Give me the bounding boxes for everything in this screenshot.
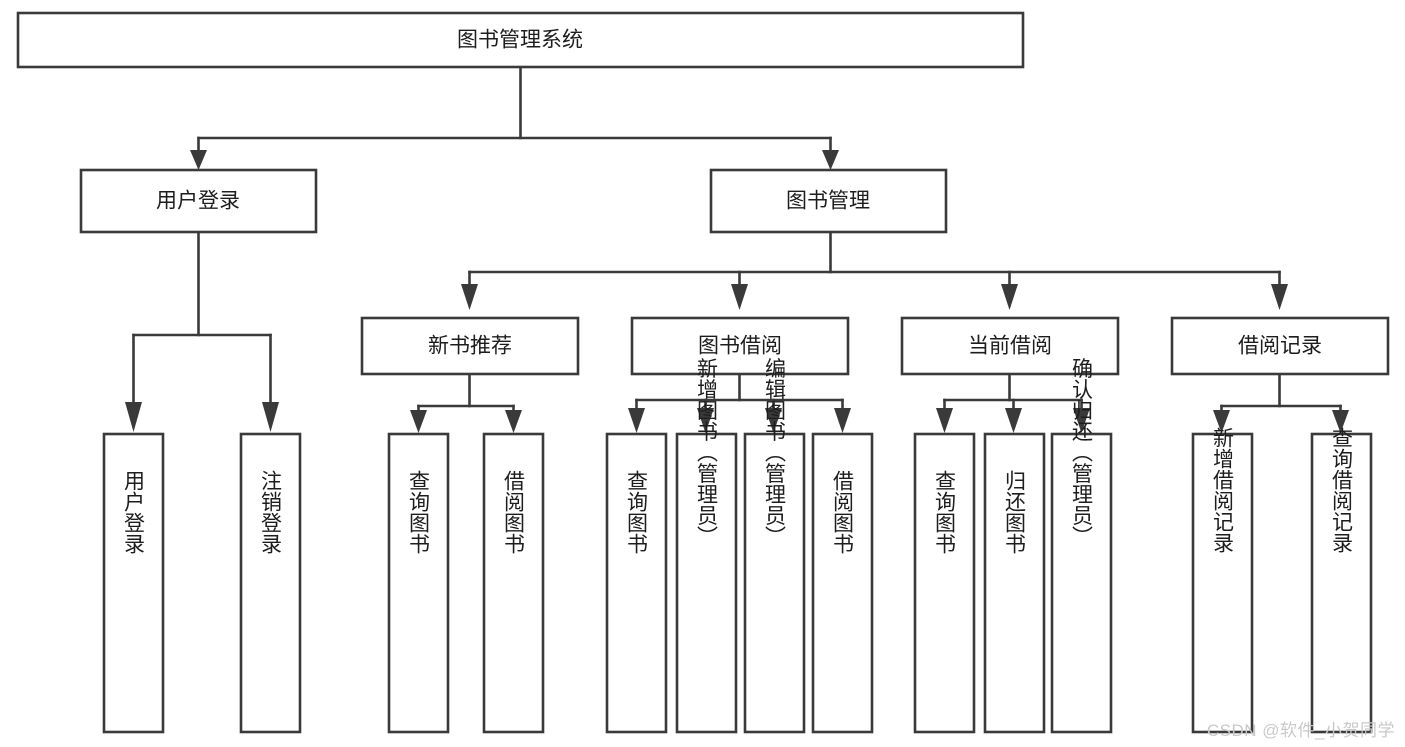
node-leaf-edit-book-box[interactable]	[743, 432, 806, 734]
node-leaf-query-record-box[interactable]	[1310, 432, 1373, 734]
node-leaf-add-book-box[interactable]	[675, 432, 738, 734]
node-leaf-borrow-book-2-box[interactable]	[811, 432, 874, 734]
node-leaf-logout-box[interactable]	[239, 432, 302, 734]
node-book-manage-box[interactable]	[709, 168, 948, 234]
node-leaf-query-record-label: 查询借阅记录	[1330, 427, 1354, 553]
node-leaf-query-book-1-label: 查询图书	[407, 470, 431, 554]
node-current-borrow-label: 当前借阅	[968, 335, 1052, 358]
arrow-to-borrow-record	[1271, 284, 1288, 310]
node-leaf-user-login-box[interactable]	[102, 432, 165, 734]
node-leaf-logout[interactable]: 注销登录	[239, 432, 302, 734]
node-leaf-add-record-label: 新增借阅记录	[1211, 427, 1235, 553]
node-book-manage[interactable]: 图书管理	[709, 168, 948, 234]
node-leaf-add-book[interactable]: 新增图书（管理员）	[675, 358, 738, 734]
node-root[interactable]: 图书管理系统	[16, 11, 1025, 69]
connector-layer	[125, 65, 1349, 433]
node-leaf-query-book-2[interactable]: 查询图书	[605, 432, 668, 734]
node-leaf-query-book-3[interactable]: 查询图书	[913, 432, 976, 734]
node-leaf-return-book-label: 归还图书	[1003, 470, 1027, 554]
node-leaf-borrow-book-1-label: 借阅图书	[502, 470, 526, 554]
arrow-to-leaf-edit-book	[765, 408, 782, 433]
node-leaf-edit-book[interactable]: 编辑图书（管理员）	[743, 358, 806, 734]
node-leaf-borrow-book-2[interactable]: 借阅图书	[811, 432, 874, 734]
node-current-borrow-box[interactable]	[900, 316, 1120, 376]
node-leaf-edit-book-label: 编辑图书（管理员）	[763, 358, 787, 547]
node-leaf-query-book-1-box[interactable]	[387, 432, 450, 734]
arrow-to-leaf-add-book	[697, 408, 714, 433]
node-leaf-query-book-2-label: 查询图书	[625, 470, 649, 554]
arrow-to-leaf-query-book-3	[936, 408, 953, 433]
node-borrow-record-label: 借阅记录	[1238, 335, 1322, 358]
node-leaf-user-login[interactable]: 用户登录	[102, 432, 165, 734]
arrow-to-leaf-query-book-1	[410, 410, 427, 433]
node-leaf-add-book-label: 新增图书（管理员）	[695, 358, 719, 547]
node-leaf-borrow-book-1[interactable]: 借阅图书	[482, 432, 545, 734]
arrow-to-leaf-return-book	[1005, 408, 1022, 433]
node-leaf-add-record-box[interactable]	[1191, 432, 1254, 734]
node-leaf-query-book-3-label: 查询图书	[933, 470, 957, 554]
node-leaf-return-book[interactable]: 归还图书	[983, 432, 1046, 734]
arrow-to-leaf-add-record	[1213, 410, 1230, 433]
arrow-to-current-borrow	[1001, 284, 1018, 310]
arrow-to-leaf-user-login	[125, 402, 142, 432]
node-leaf-query-book-3-box[interactable]	[913, 432, 976, 734]
node-leaf-query-book-1[interactable]: 查询图书	[387, 432, 450, 734]
arrow-to-new-book-rec	[461, 284, 478, 310]
node-leaf-return-book-box[interactable]	[983, 432, 1046, 734]
node-borrow-record[interactable]: 借阅记录	[1170, 316, 1390, 376]
arrow-to-leaf-logout	[262, 402, 279, 432]
node-book-borrow-label: 图书借阅	[698, 335, 782, 358]
arrow-to-leaf-query-record	[1332, 410, 1349, 433]
arrow-to-user-login	[190, 150, 207, 170]
node-leaf-borrow-book-1-box[interactable]	[482, 432, 545, 734]
arrow-to-book-borrow	[731, 284, 748, 310]
node-leaf-add-record[interactable]: 新增借阅记录	[1191, 427, 1254, 734]
node-new-book-rec-label: 新书推荐	[428, 335, 512, 358]
node-user-login-box[interactable]	[79, 168, 318, 234]
node-leaf-confirm-return-box[interactable]	[1050, 432, 1113, 734]
node-user-login-label: 用户登录	[156, 190, 240, 213]
arrow-to-leaf-query-book-2	[628, 408, 645, 433]
arrow-to-leaf-confirm-return	[1073, 408, 1090, 433]
node-new-book-rec-box[interactable]	[360, 316, 580, 376]
csdn-watermark: CSDN @软件_小贺同学	[1206, 721, 1395, 740]
node-leaf-confirm-return[interactable]: 确认归还（管理员）	[1050, 358, 1113, 734]
node-leaf-user-login-label: 用户登录	[122, 470, 146, 554]
node-book-borrow[interactable]: 图书借阅	[630, 316, 850, 376]
arrow-to-book-manage	[822, 150, 839, 170]
node-leaf-query-book-2-box[interactable]	[605, 432, 668, 734]
node-new-book-rec[interactable]: 新书推荐	[360, 316, 580, 376]
node-current-borrow[interactable]: 当前借阅	[900, 316, 1120, 376]
node-leaf-confirm-return-label: 确认归还（管理员）	[1070, 358, 1094, 547]
node-book-borrow-box[interactable]	[630, 316, 850, 376]
node-book-manage-label: 图书管理	[786, 190, 870, 213]
arrow-to-leaf-borrow-book-1	[505, 410, 522, 433]
node-root-label: 图书管理系统	[457, 29, 583, 52]
node-user-login[interactable]: 用户登录	[79, 168, 318, 234]
node-borrow-record-box[interactable]	[1170, 316, 1390, 376]
node-leaf-borrow-book-2-label: 借阅图书	[831, 470, 855, 554]
arrow-to-leaf-borrow-book-2	[834, 408, 851, 433]
node-root-box[interactable]	[16, 11, 1025, 69]
node-leaf-logout-label: 注销登录	[259, 470, 283, 554]
node-leaf-query-record[interactable]: 查询借阅记录	[1310, 427, 1373, 734]
